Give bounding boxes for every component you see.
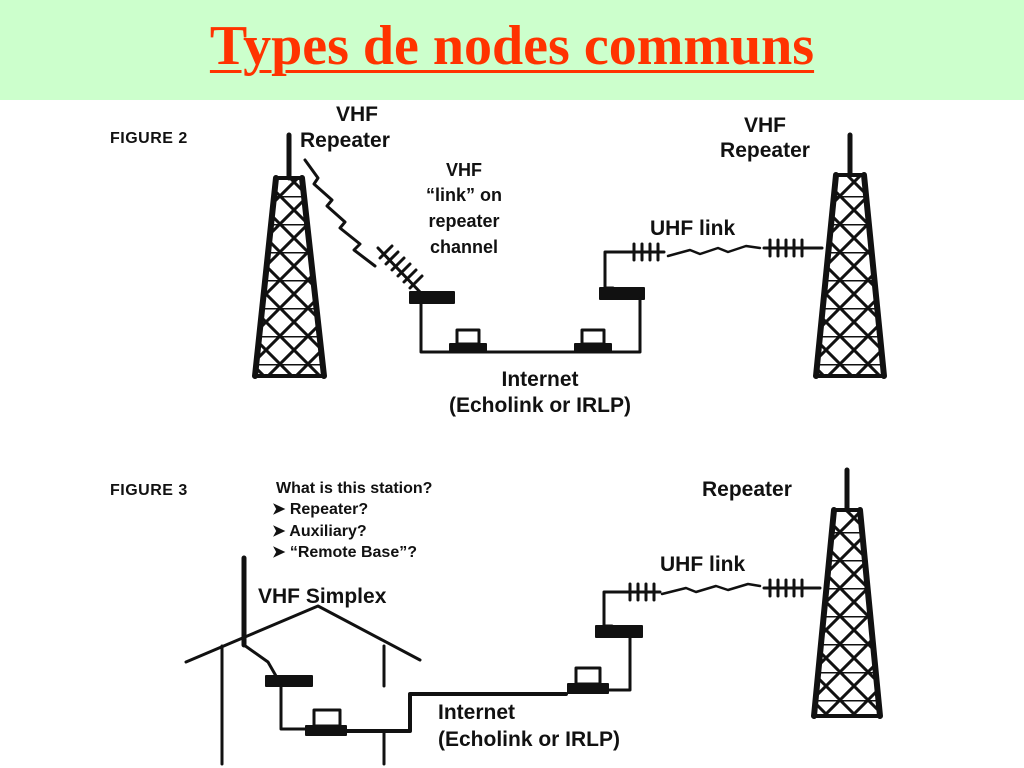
fig3-remote-radio-icon [595,625,643,638]
fig2-right-repeater-line1: VHF [744,114,786,137]
fig2-right-computer-icon [574,328,612,353]
fig3-uhf-link: UHF link [660,553,746,576]
fig3-uhf-link-icon [622,578,822,602]
fig3-option-repeater: ➤ Repeater? [272,501,369,518]
fig2-vhf-link-line1: VHF [446,160,482,180]
fig2-internet-line2: (Echolink or IRLP) [448,394,631,417]
fig3-remote-computer-icon [567,666,609,694]
fig2-vhf-link-line4: channel [429,237,499,257]
fig3-vhf-simplex: VHF Simplex [258,585,387,608]
fig2-right-repeater-line2: Repeater [720,139,810,162]
fig2-uhf-link-icon [626,238,824,262]
fig3-internet-line2: (Echolink or IRLP) [438,728,621,751]
fig3-house-radio-icon [265,675,313,687]
fig2-uhf-link: UHF link [650,217,736,240]
fig3-option-auxiliary: ➤ Auxiliary? [272,523,367,540]
fig2-right-radio-icon [599,287,645,300]
fig2-left-radio-icon [409,291,455,304]
slide-title: Types de nodes communs [209,15,815,77]
fig3-tower-icon [811,467,883,719]
fig2-left-repeater-line2: Repeater [300,129,390,152]
fig2-left-repeater-line1: VHF [336,103,378,126]
fig2-vhf-link-line2: “link” on [426,185,502,205]
diagram-drawing [184,132,887,766]
fig2-right-tower-icon [813,132,887,379]
fig2-vhf-link-line3: repeater [428,211,500,231]
title-bar [0,0,1024,100]
fig2-left-tower-icon [252,132,327,379]
fig3-question: What is this station? [276,480,433,497]
fig3-house-computer-icon [305,708,347,736]
figure3-label: FIGURE 3 [110,482,188,499]
fig2-internet-line1: Internet [501,368,579,391]
fig3-internet-line1: Internet [438,701,516,724]
fig2-yagi-antenna-icon [376,244,424,294]
fig2-radio-link-icon [303,158,377,268]
fig2-left-computer-icon [449,328,487,353]
fig3-option-remote-base: ➤ “Remote Base”? [272,544,417,561]
fig3-house-icon [184,604,422,766]
fig3-repeater: Repeater [702,478,792,501]
figure2-label: FIGURE 2 [110,130,188,147]
